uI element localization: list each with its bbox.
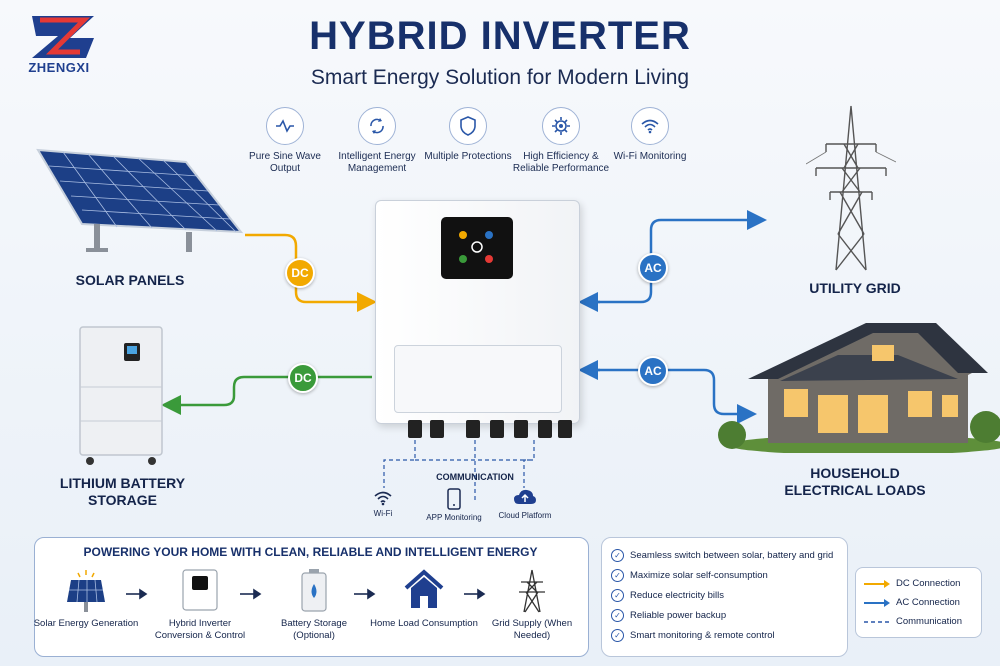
gear-icon (542, 107, 580, 145)
flow-step-grid: Grid Supply (When Needed) (477, 568, 587, 642)
inverter-lower-panel (394, 345, 562, 413)
legend-label: Communication (896, 616, 962, 627)
benefit-item: ✓ Reduce electricity bills (611, 589, 724, 602)
flow-step-label: Hybrid Inverter Conversion & Control (154, 618, 246, 641)
ac-grid-badge: AC (638, 253, 668, 283)
benefit-text: Seamless switch between solar, battery a… (630, 550, 834, 561)
phone-icon (447, 488, 461, 510)
flow-step-label: Solar Energy Generation (33, 618, 139, 629)
shield-icon (449, 107, 487, 145)
inverter-connectors (408, 420, 572, 438)
feature-efficiency: High Efficiency & Reliable Performance (511, 107, 611, 175)
display-icons (459, 231, 493, 263)
check-icon: ✓ (611, 589, 624, 602)
feature-wifi: Wi-Fi Monitoring (600, 107, 700, 163)
ac-arrow-icon (864, 598, 890, 607)
solar-panels-label: SOLAR PANELS (75, 272, 185, 288)
feature-label: Wi-Fi Monitoring (613, 151, 687, 162)
brand-logo-icon (32, 16, 94, 58)
brand-name: ZHENGXI (28, 60, 90, 75)
feature-label: Intelligent Energy Management (338, 151, 416, 174)
comm-cloud: Cloud Platform (490, 488, 560, 521)
check-icon: ✓ (611, 609, 624, 622)
pylon-icon (519, 569, 545, 613)
wifi-icon (374, 491, 392, 506)
check-icon: ✓ (611, 629, 624, 642)
dc-battery-line (161, 375, 372, 415)
solar-panel-icon (67, 570, 105, 612)
feature-energy-management: Intelligent Energy Management (327, 107, 427, 175)
legend-comm: Communication (864, 616, 962, 627)
battery-icon (301, 569, 327, 612)
solar-panels-image (36, 148, 244, 252)
benefit-item: ✓ Maximize solar self-consumption (611, 569, 768, 582)
flow-step-label: Grid Supply (When Needed) (491, 618, 573, 641)
comm-app-label: APP Monitoring (426, 513, 482, 522)
battery-storage-image (79, 326, 163, 465)
check-icon: ✓ (611, 549, 624, 562)
flow-step-home: Home Load Consumption (369, 568, 479, 630)
comm-wifi: Wi-Fi (348, 490, 418, 519)
feature-pure-sine: Pure Sine Wave Output (235, 107, 335, 175)
legend-ac: AC Connection (864, 597, 960, 608)
flow-step-battery: Battery Storage (Optional) (259, 568, 369, 642)
flow-step-solar: Solar Energy Generation (31, 568, 141, 630)
comm-app: APP Monitoring (419, 488, 489, 523)
benefit-text: Smart monitoring & remote control (630, 630, 775, 641)
dashed-line-icon (864, 620, 890, 623)
dc-solar-badge: DC (285, 258, 315, 288)
sine-wave-icon (266, 107, 304, 145)
inverter-display (441, 217, 513, 279)
legend-label: AC Connection (896, 597, 960, 608)
benefit-item: ✓ Reliable power backup (611, 609, 726, 622)
feature-label: High Efficiency & Reliable Performance (512, 151, 610, 174)
household-loads-label: HOUSEHOLD ELECTRICAL LOADS (784, 465, 926, 498)
benefit-text: Reduce electricity bills (630, 590, 724, 601)
ac-loads-badge: AC (638, 356, 668, 386)
cycle-icon (358, 107, 396, 145)
benefits-box (601, 537, 848, 657)
communication-title: COMMUNICATION (436, 472, 514, 482)
benefit-item: ✓ Seamless switch between solar, battery … (611, 549, 833, 562)
energy-flow-title: POWERING YOUR HOME WITH CLEAN, RELIABLE … (83, 545, 538, 559)
benefit-text: Reliable power backup (630, 610, 727, 621)
comm-wifi-label: Wi-Fi (373, 509, 393, 518)
flow-step-label: Battery Storage (Optional) (280, 618, 347, 641)
comm-cloud-label: Cloud Platform (498, 511, 552, 520)
check-icon: ✓ (611, 569, 624, 582)
feature-label: Multiple Protections (424, 151, 512, 162)
house-icon (404, 569, 444, 608)
page-subtitle: Smart Energy Solution for Modern Living (310, 66, 690, 89)
comm-line (383, 440, 535, 500)
ac-loads-line (583, 368, 757, 424)
feature-protections: Multiple Protections (418, 107, 518, 163)
household-image (718, 323, 1000, 453)
battery-storage-label: LITHIUM BATTERY STORAGE (59, 475, 186, 508)
utility-grid-image (806, 105, 896, 271)
page-title: HYBRID INVERTER (309, 14, 691, 58)
utility-grid-label: UTILITY GRID (809, 280, 901, 296)
legend-dc: DC Connection (864, 578, 960, 589)
feature-label: Pure Sine Wave Output (249, 151, 321, 174)
cloud-icon (514, 489, 536, 504)
inverter-icon (182, 569, 218, 611)
benefit-item: ✓ Smart monitoring & remote control (611, 629, 775, 642)
wifi-icon (631, 107, 669, 145)
dc-battery-badge: DC (288, 363, 318, 393)
benefit-text: Maximize solar self-consumption (630, 570, 768, 581)
legend-label: DC Connection (896, 578, 961, 589)
dc-arrow-icon (864, 579, 890, 588)
flow-step-inverter: Hybrid Inverter Conversion & Control (145, 568, 255, 642)
flow-step-label: Home Load Consumption (370, 618, 478, 629)
